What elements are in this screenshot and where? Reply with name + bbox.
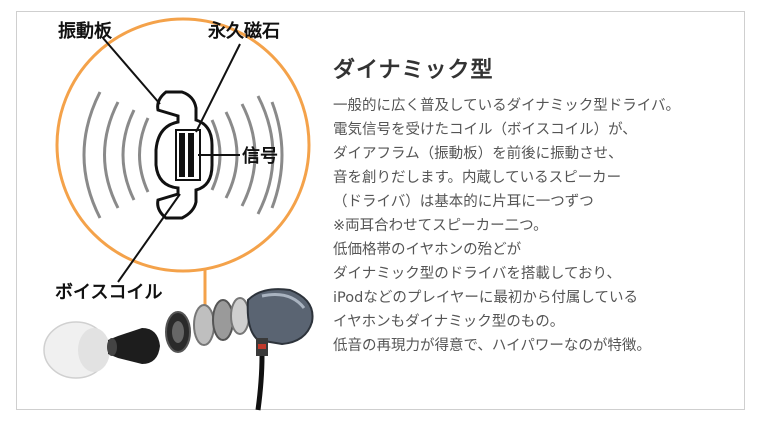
panel-line-2: 電気信号を受けたコイル（ボイスコイル）が、 xyxy=(333,122,637,138)
leader-voice-coil xyxy=(117,193,181,283)
description-panel: ダイナミック型 一般的に広く普及しているダイナミック型ドライバ。 電気信号を受け… xyxy=(333,52,743,358)
panel-title: ダイナミック型 xyxy=(333,58,494,83)
panel-line-11: 低音の再現力が得意で、ハイパワーなのが特徴。 xyxy=(333,338,651,354)
cable xyxy=(255,355,265,411)
panel-line-9: iPodなどのプレイヤーに最初から付属している xyxy=(333,290,638,306)
driver-diaphragm xyxy=(193,304,215,346)
leader-magnet xyxy=(195,43,241,133)
panel-line-3: ダイアフラム（振動板）を前後に振動させ、 xyxy=(333,146,623,162)
driver-housing-ring xyxy=(230,297,250,335)
metal-shell xyxy=(246,288,314,346)
panel-line-1: 一般的に広く普及しているダイナミック型ドライバ。 xyxy=(333,98,680,114)
panel-line-5: （ドライバ）は基本的に片耳に一つずつ xyxy=(333,194,594,210)
label-diaphragm: 振動板 xyxy=(58,20,113,42)
nozzle xyxy=(108,328,160,364)
panel-line-8: ダイナミック型のドライバを搭載しており、 xyxy=(333,266,621,282)
label-voice-coil: ボイスコイル xyxy=(55,282,162,303)
panel-line-6: ※両耳合わせてスピーカー二つ。 xyxy=(333,218,548,234)
panel-line-7: 低価格帯のイヤホンの殆どが xyxy=(333,242,522,258)
panel-line-10: イヤホンもダイナミック型のもの。 xyxy=(333,314,565,330)
stem-red-band xyxy=(258,344,266,349)
earphone-illustration xyxy=(43,288,314,411)
label-magnet: 永久磁石 xyxy=(207,20,280,42)
leader-diaphragm xyxy=(102,37,161,105)
sound-waves-left xyxy=(82,91,150,219)
driver-magnet xyxy=(212,299,234,341)
panel-line-4: 音を創りだします。内蔵しているスピーカー xyxy=(333,170,622,186)
label-signal: 信号 xyxy=(242,145,278,167)
ear-tip-inner xyxy=(78,328,110,372)
